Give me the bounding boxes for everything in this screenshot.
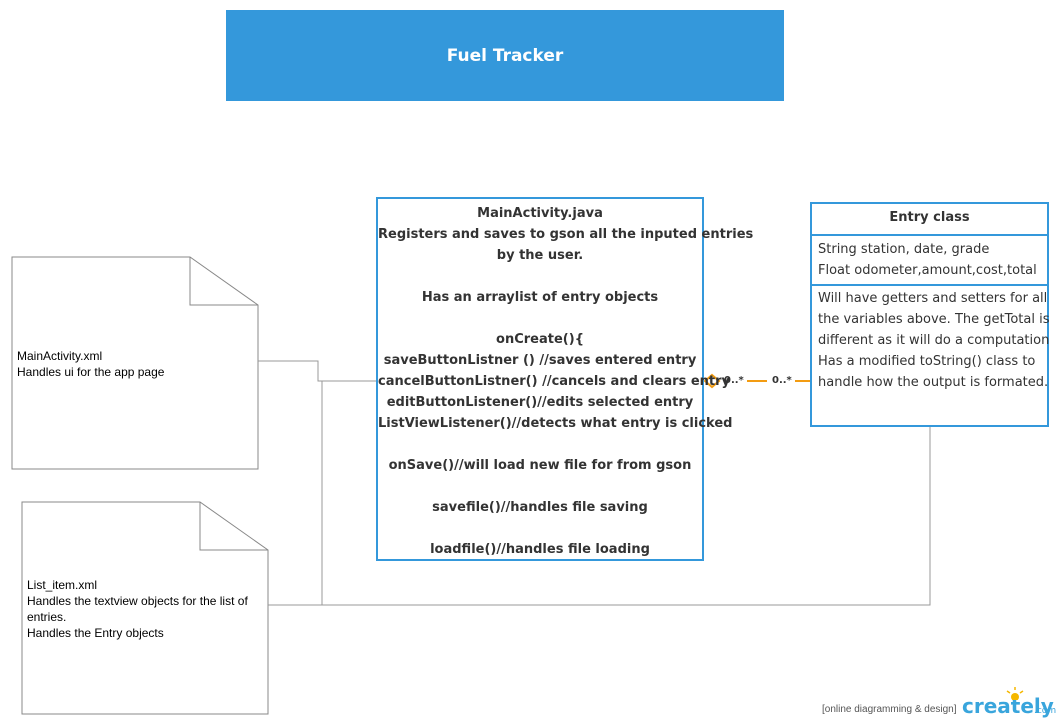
entry-method: the variables above. The getTotal is xyxy=(818,312,1050,327)
logo-suffix: .com xyxy=(1034,706,1057,716)
main-activity-class-box: MainActivity.java Registers and saves to… xyxy=(376,197,754,561)
entry-method: Has a modified toString() class to xyxy=(818,354,1036,369)
main-activity-line: MainActivity.java xyxy=(477,206,603,221)
logo-brand: creately xyxy=(962,694,1054,718)
main-activity-line xyxy=(378,308,702,329)
main-activity-line xyxy=(378,266,702,287)
main-activity-line: Registers and saves to gson all the inpu… xyxy=(378,227,754,242)
main-activity-line xyxy=(378,434,702,455)
main-activity-line xyxy=(378,476,702,497)
note-main-activity-xml: MainActivity.xml Handles ui for the app … xyxy=(17,348,164,380)
entry-attribute: Float odometer,amount,cost,total xyxy=(818,263,1037,278)
main-activity-line: loadfile()//handles file loading xyxy=(430,542,650,557)
sun-icon xyxy=(1006,687,1024,700)
title-banner: Fuel Tracker xyxy=(226,10,784,101)
connector-note1-to-main xyxy=(258,360,376,382)
note-line: Handles the Entry objects xyxy=(27,626,164,640)
main-activity-line: editButtonListener()//edits selected ent… xyxy=(386,395,694,410)
note-line: Handles ui for the app page xyxy=(17,365,165,379)
note-list-item-xml: List_item.xml Handles the textview objec… xyxy=(27,577,248,641)
main-activity-line: savefile()//handles file saving xyxy=(432,500,648,515)
diagram-title: Fuel Tracker xyxy=(446,45,564,66)
entry-method: different as it will do a computation xyxy=(818,333,1050,348)
entry-method: handle how the output is formated. xyxy=(818,375,1049,390)
main-activity-line: cancelButtonListner() //cancels and clea… xyxy=(378,374,731,389)
multiplicity-right: 0..* xyxy=(772,375,792,386)
footer-tagline: [online diagramming & design] xyxy=(822,704,957,715)
note-line: MainActivity.xml xyxy=(17,349,103,363)
entry-attribute: String station, date, grade xyxy=(818,242,990,257)
main-activity-line: Has an arraylist of entry objects xyxy=(421,290,659,305)
note-line: Handles the textview objects for the lis… xyxy=(27,594,248,608)
main-activity-line: ListViewListener()//detects what entry i… xyxy=(378,416,733,431)
main-activity-line: onCreate(){ xyxy=(496,332,584,347)
entry-method: Will have getters and setters for all xyxy=(818,291,1048,306)
entry-class-box: Entry class String station, date, grade … xyxy=(810,202,1049,427)
main-activity-line xyxy=(378,518,702,539)
entry-class-title: Entry class xyxy=(812,204,1047,236)
main-activity-line: saveButtonListner () //saves entered ent… xyxy=(383,353,697,368)
main-activity-line: by the user. xyxy=(496,248,584,263)
note-main-activity-xml-shape xyxy=(11,256,259,470)
note-line: entries. xyxy=(27,610,67,624)
entry-class-methods: Will have getters and setters for all th… xyxy=(812,286,1050,393)
note-line: List_item.xml xyxy=(27,578,98,592)
creately-logo: creately xyxy=(962,694,1054,718)
multiplicity-left: 0..* xyxy=(724,375,744,386)
connector-note2-to-entry xyxy=(268,427,931,606)
entry-class-attributes: String station, date, grade Float odomet… xyxy=(812,236,1047,286)
note-list-item-xml-shape xyxy=(21,501,269,715)
association-aggregation xyxy=(703,373,810,389)
main-activity-line: onSave()//will load new file for from gs… xyxy=(388,458,692,473)
